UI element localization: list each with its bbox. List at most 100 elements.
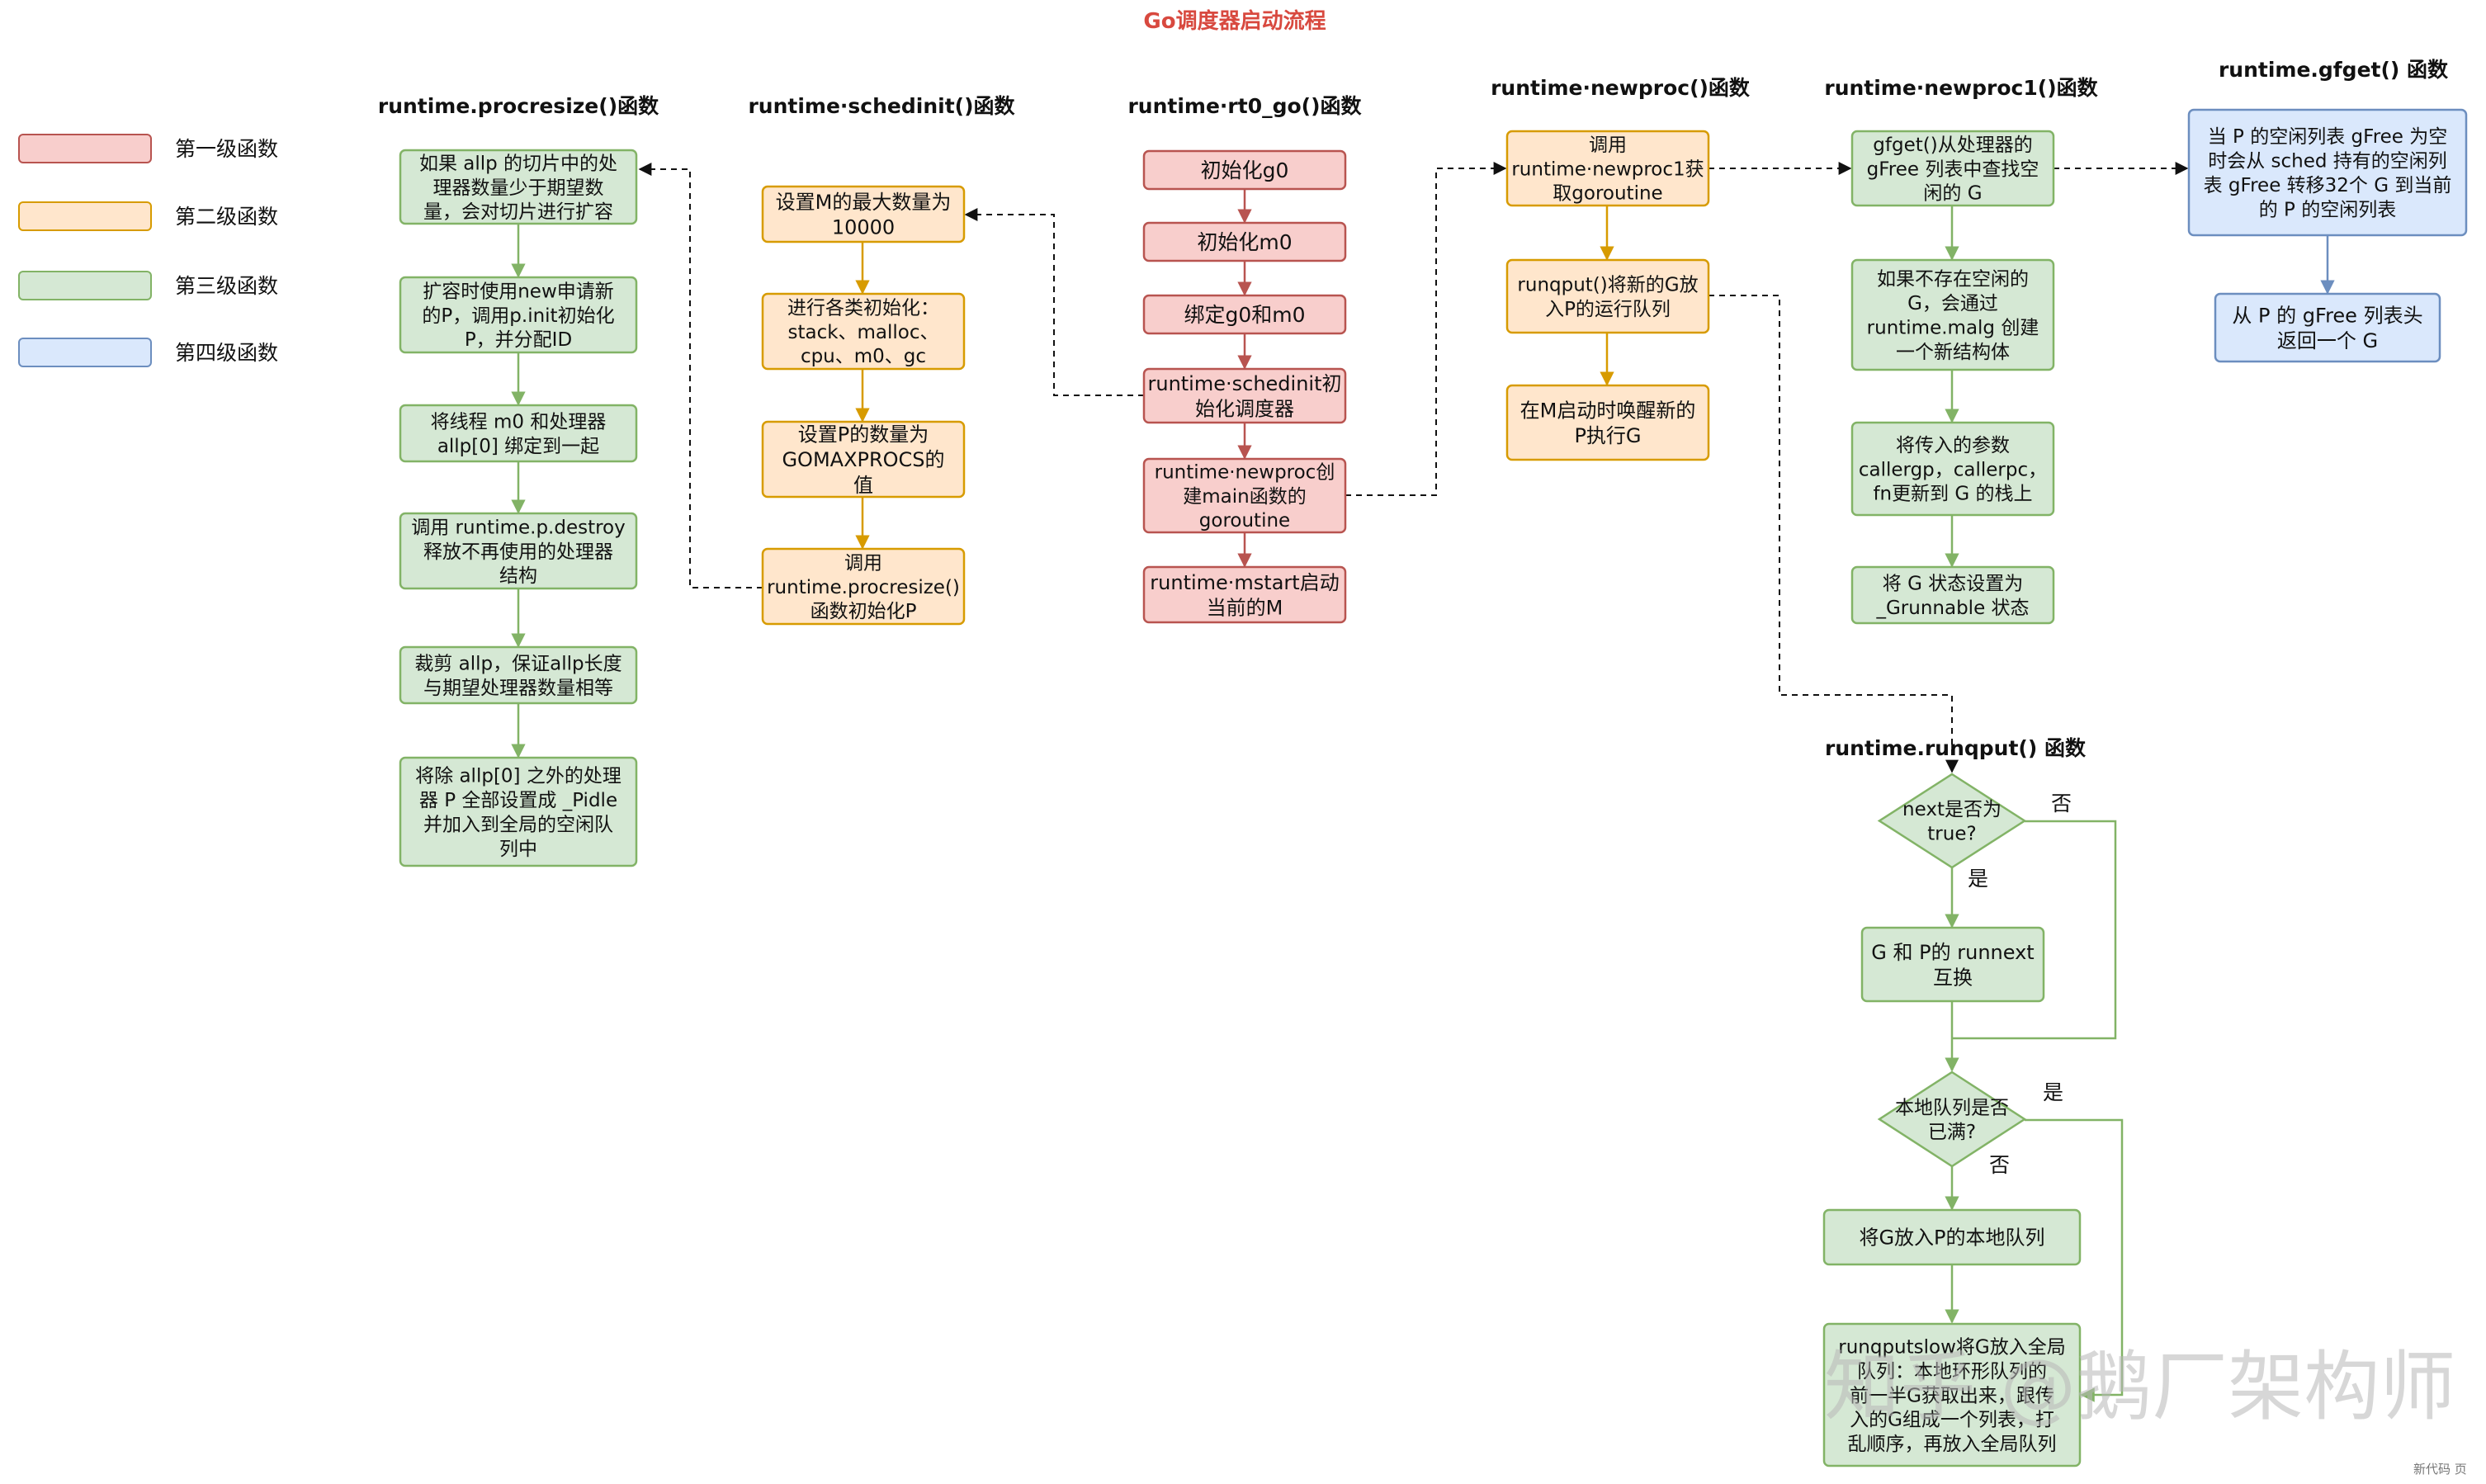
- legend-swatch-level1: [18, 134, 152, 163]
- node-text-line: 取goroutine: [1553, 183, 1662, 205]
- node-shape: [2187, 108, 2468, 237]
- node-text-line: gFree 列表中查找空: [1867, 158, 2039, 180]
- legend-label-level3: 第三级函数: [175, 274, 278, 298]
- node-shape: [399, 645, 638, 705]
- node-shape: [1505, 130, 1710, 207]
- node-shape: [1142, 149, 1347, 191]
- node-text-line: runtime·mstart启动: [1150, 571, 1339, 594]
- node-text-line: 将线程 m0 和处理器: [431, 412, 607, 433]
- node-text-line: 值: [853, 474, 873, 497]
- column-title-procresize: runtime.procresize()函数: [378, 94, 659, 118]
- node-shape: [1822, 1322, 2082, 1467]
- node-text-line: 当前的M: [1207, 597, 1283, 620]
- column-titles: runtime.procresize()函数 runtime·schedinit…: [378, 58, 2449, 760]
- node-shape: [1850, 565, 2055, 625]
- node-text-line: 闲的 G: [1923, 183, 1982, 205]
- node-text-line: _Grunnable 状态: [1875, 598, 2029, 619]
- node-text-line: 当 P 的空闲列表 gFree 为空: [2208, 126, 2448, 148]
- node-shape: [1142, 294, 1347, 335]
- column-title-runqput: runtime.runqput() 函数: [1825, 736, 2087, 760]
- edge-call-newproc: [1345, 162, 1507, 496]
- edge-rq-d1-no: [1952, 820, 2117, 1040]
- node-shape: [399, 404, 638, 463]
- node-text-line: 裁剪 allp，保证allp长度: [414, 654, 622, 675]
- node-shape: [761, 185, 966, 243]
- node-text-line: callergp，callerpc，: [1859, 459, 2047, 480]
- node-shape: [399, 276, 638, 354]
- node-shape: [1505, 384, 1710, 461]
- node-text-line: 将 G 状态设置为: [1883, 574, 2023, 595]
- edge-label-d1-yes: 是: [1968, 867, 1988, 891]
- node-text-line: 在M启动时唤醒新的: [1520, 399, 1696, 422]
- node-rq-2: 将G放入P的本地队列: [1822, 1208, 2082, 1266]
- node-text-line: 进行各类初始化：: [787, 297, 939, 319]
- watermark: 知乎 @鹅厂架构师: [1824, 1343, 2455, 1431]
- node-text-line: 初始化m0: [1197, 230, 1292, 254]
- node-text-line: 设置P的数量为: [798, 423, 929, 446]
- node-text-line: P执行G: [1574, 424, 1641, 447]
- legend-swatch-level3: [18, 271, 152, 300]
- legend-swatch-level4: [18, 338, 152, 367]
- node-text-line: 建main函数的: [1183, 486, 1306, 508]
- node-text-line: 互换: [1933, 966, 1973, 990]
- node-text-line: 始化调度器: [1195, 398, 1294, 421]
- node-shape: [761, 292, 966, 371]
- node-text-line: 设置M的最大数量为: [776, 191, 952, 214]
- node-shape: [1877, 1070, 2027, 1168]
- node-shape: [1142, 565, 1347, 624]
- node-text-line: 10000: [832, 216, 895, 239]
- node-text-line: 返回一个 G: [2277, 329, 2378, 352]
- node-text-line: runqput()将新的G放: [1517, 275, 1698, 296]
- node-shape: [399, 512, 638, 590]
- node-shape: [761, 420, 966, 499]
- column-title-newproc1: runtime·newproc1()函数: [1824, 76, 2098, 100]
- node-rt0-1: 初始化g0: [1142, 149, 1347, 191]
- column-title-newproc: runtime·newproc()函数: [1491, 76, 1751, 100]
- edge-label-d1-no: 否: [2051, 792, 2072, 815]
- node-text-line: 队列：本地环形队列的: [1857, 1361, 2047, 1382]
- node-text-line: 列中: [499, 839, 537, 860]
- edge-labels: 否 是 是 否: [1968, 792, 2072, 1177]
- node-text-line: 函数初始化P: [811, 601, 917, 622]
- edge-call-runqput: [1709, 295, 1959, 773]
- node-text-line: 时会从 sched 持有的空闲列: [2208, 151, 2447, 173]
- node-text-line: stack、malloc、: [787, 322, 938, 343]
- node-text-line: goroutine: [1199, 510, 1290, 532]
- node-text-line: cpu、m0、gc: [801, 346, 926, 367]
- node-text-line: 如果 allp 的切片中的处: [419, 153, 617, 174]
- node-shape: [761, 547, 966, 626]
- node-shape: [1142, 367, 1347, 424]
- legend-label-level4: 第四级函数: [175, 341, 278, 365]
- node-sch-2: 进行各类初始化： stack、malloc、 cpu、m0、gc: [761, 292, 966, 371]
- node-text-line: 如果不存在空闲的: [1877, 269, 2029, 291]
- node-text-line: 本地队列是否: [1895, 1098, 2009, 1119]
- legend-label-level2: 第二级函数: [175, 205, 278, 229]
- legend-label-level1: 第一级函数: [175, 137, 278, 161]
- node-text-line: runtime·newproc1获: [1511, 158, 1704, 180]
- node-text-line: 理器数量少于期望数: [433, 177, 604, 199]
- node-text-line: gfget()从处理器的: [1873, 135, 2032, 156]
- node-text-line: runtime.procresize(): [767, 577, 960, 598]
- node-text-line: 初始化g0: [1201, 158, 1289, 182]
- node-text-line: 一个新结构体: [1896, 342, 2010, 363]
- node-text-line: 扩容时使用new申请新: [423, 281, 614, 302]
- node-text-line: P，并分配ID: [465, 329, 572, 351]
- node-shape: [399, 756, 638, 867]
- node-text-line: 调用: [1589, 135, 1627, 156]
- node-rt0-2: 初始化m0: [1142, 221, 1347, 262]
